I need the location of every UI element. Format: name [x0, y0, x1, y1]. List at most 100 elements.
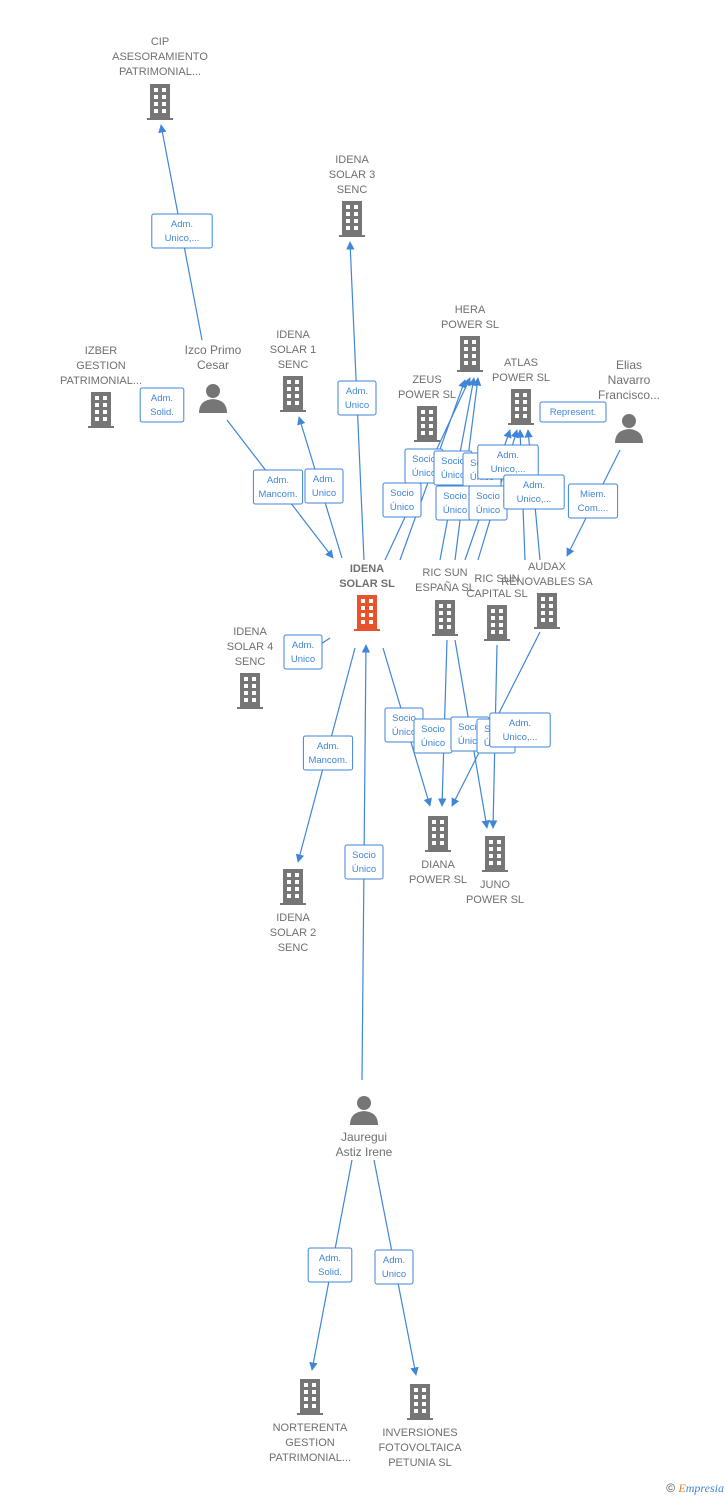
- relation-label-text: Solid.: [318, 1267, 342, 1278]
- relation-label-text: Único: [443, 505, 467, 516]
- relation-label-text: Adm.: [317, 741, 339, 752]
- relation-label-text: Unico,...: [491, 464, 526, 475]
- relation-label[interactable]: Adm. Unico,...: [151, 213, 213, 249]
- relation-label-text: Adm.: [383, 1255, 405, 1266]
- relation-label-text: Adm.: [267, 475, 289, 486]
- relation-label-text: Único: [441, 470, 465, 481]
- building-icon: [432, 600, 458, 636]
- node-label: POWER SL: [409, 874, 467, 886]
- relation-label-text: Adm.: [346, 386, 368, 397]
- node-label: PATRIMONIAL...: [269, 1452, 351, 1464]
- node-label: FOTOVOLTAICA: [378, 1442, 462, 1454]
- relation-label[interactable]: Adm.Unico: [374, 1249, 414, 1285]
- relation-label-text: Único: [392, 727, 416, 738]
- relation-label-text: Socio: [476, 491, 500, 502]
- building-icon: [237, 673, 263, 709]
- node-label: POWER SL: [441, 319, 499, 331]
- relation-label[interactable]: Adm.Unico,...: [489, 712, 551, 748]
- node-elias[interactable]: EliasNavarroFrancisco...: [598, 358, 660, 443]
- relation-label-text: Único: [352, 864, 376, 875]
- node-cip[interactable]: CIPASESORAMIENTOPATRIMONIAL...: [112, 36, 208, 120]
- building-icon: [484, 605, 510, 641]
- relation-label[interactable]: Adm.Mancom.: [302, 735, 354, 771]
- building-icon: [425, 816, 451, 852]
- relation-label[interactable]: Adm.Unico: [304, 468, 344, 504]
- relation-label-text: Unico,...: [165, 233, 200, 244]
- building-icon: [297, 1379, 323, 1415]
- node-label: ZEUS: [412, 374, 441, 386]
- node-label: SENC: [278, 359, 309, 371]
- node-label: POWER SL: [492, 372, 550, 384]
- relation-label-text: Único: [421, 738, 445, 749]
- relation-label[interactable]: Adm.Unico: [337, 380, 377, 416]
- relation-label-text: Adm.: [313, 474, 335, 485]
- node-label: Cesar: [197, 358, 229, 372]
- building-icon: [534, 593, 560, 629]
- node-label: CAPITAL SL: [466, 588, 527, 600]
- building-icon: [407, 1384, 433, 1420]
- relation-label[interactable]: Miem.Com....: [567, 483, 619, 519]
- node-label: IDENA: [276, 912, 310, 924]
- relation-label-text: Unico,...: [503, 732, 538, 743]
- node-label: Elias: [616, 358, 642, 372]
- relation-label-text: Socio: [441, 456, 465, 467]
- relation-label-text: Único: [476, 505, 500, 516]
- edges-layer: [158, 124, 621, 1376]
- node-label: DIANA: [421, 859, 455, 871]
- relation-label-text: Adm.: [319, 1253, 341, 1264]
- node-label: RIC SUN: [422, 567, 467, 579]
- building-icon: [339, 201, 365, 237]
- relation-label-text: Unico,...: [517, 494, 552, 505]
- node-label: NORTERENTA: [273, 1422, 348, 1434]
- node-label: Izco Primo: [185, 343, 242, 357]
- relation-label[interactable]: Represent.: [539, 401, 607, 423]
- relation-label[interactable]: Adm.Unico: [283, 634, 323, 670]
- node-label: HERA: [455, 304, 486, 316]
- relation-label[interactable]: Adm. Mancom.: [252, 469, 304, 505]
- node-label: IDENA: [233, 626, 267, 638]
- building-icon: [280, 869, 306, 905]
- building-icon: [88, 392, 114, 428]
- relation-label[interactable]: Adm.Unico,...: [503, 474, 565, 510]
- relation-label-text: Adm.: [171, 219, 193, 230]
- node-hera[interactable]: HERA POWER SL: [441, 304, 499, 372]
- node-label: IDENA: [335, 154, 369, 166]
- node-label: PATRIMONIAL...: [119, 66, 201, 78]
- node-diana[interactable]: DIANA POWER SL: [409, 816, 467, 886]
- relation-label[interactable]: Adm.Solid.: [139, 387, 185, 423]
- relation-label-text: Único: [390, 502, 414, 513]
- empresia-watermark[interactable]: © Empresia: [666, 1481, 724, 1496]
- edge-label-layer: Adm.Unico,...Adm.UnicoAdm.Mancom.Adm.Uni…: [139, 213, 619, 1285]
- relation-label-text: Socio: [390, 488, 414, 499]
- node-norterenta[interactable]: NORTERENTAGESTIONPATRIMONIAL...: [269, 1379, 351, 1464]
- relation-label[interactable]: Adm. Solid.: [307, 1247, 353, 1283]
- building-icon: [354, 595, 380, 631]
- node-label: PETUNIA SL: [388, 1457, 452, 1469]
- relation-label[interactable]: Adm.Unico,...: [477, 444, 539, 480]
- node-label: SENC: [278, 942, 309, 954]
- node-label: IDENA: [276, 329, 310, 341]
- relation-label-text: Único: [412, 468, 436, 479]
- node-label: RENOVABLES SA: [501, 576, 593, 588]
- relation-label-text: Mancom.: [258, 489, 297, 500]
- node-izber[interactable]: IZBERGESTIONPATRIMONIAL...: [60, 345, 142, 428]
